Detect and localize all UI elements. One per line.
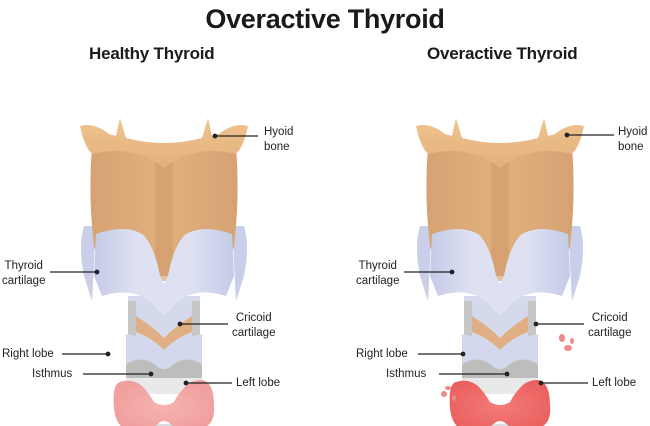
main-title: Overactive Thyroid (205, 4, 445, 34)
panel-title-healthy: Healthy Thyroid (89, 44, 215, 63)
panel-title-overactive: Overactive Thyroid (427, 44, 578, 63)
overactive-larynx-illustration (415, 117, 585, 426)
label-right-lobe-overactive: Right lobe (356, 348, 408, 360)
label-right-lobe-healthy: Right lobe (2, 348, 54, 360)
label-left-lobe-healthy: Left lobe (236, 377, 281, 389)
label-left-lobe-overactive: Left lobe (592, 377, 637, 389)
healthy-larynx-illustration (79, 117, 249, 426)
healthy-leader-lines (50, 133, 258, 386)
inflammation-marks (441, 334, 574, 401)
label-isthmus-healthy: Isthmus (32, 368, 73, 380)
label-isthmus-overactive: Isthmus (386, 368, 427, 380)
overactive-leader-lines (404, 132, 614, 386)
